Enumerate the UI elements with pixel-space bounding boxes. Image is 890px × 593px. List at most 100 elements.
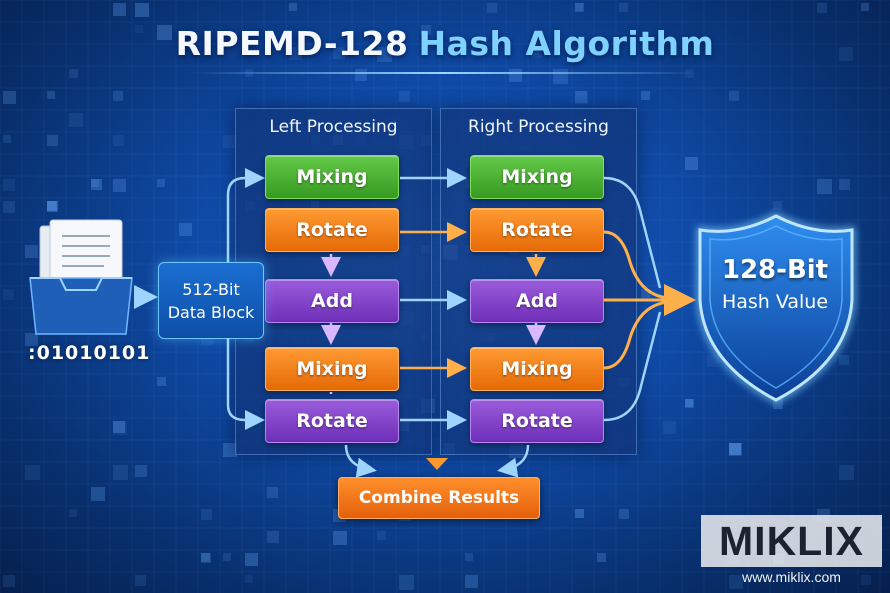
bg-pixel-square	[729, 443, 741, 455]
bg-pixel-square	[69, 69, 78, 78]
bg-pixel-square	[421, 25, 431, 35]
bg-pixel-square	[817, 3, 827, 13]
bg-pixel-square	[729, 91, 739, 101]
bg-pixel-square	[113, 3, 126, 16]
bg-pixel-square	[817, 179, 832, 194]
right-rotate-step-2: Rotate	[470, 399, 604, 443]
bg-pixel-square	[113, 179, 126, 192]
bg-pixel-square	[289, 3, 297, 11]
bg-pixel-square	[575, 3, 583, 11]
bg-pixel-square	[839, 355, 849, 365]
bg-pixel-square	[399, 91, 410, 102]
left-rotate-step-1: Rotate	[265, 208, 399, 252]
right-add-step: Add	[470, 279, 604, 323]
bg-pixel-square	[641, 289, 650, 298]
bg-pixel-square	[641, 91, 650, 100]
bg-pixel-square	[245, 575, 253, 583]
bg-pixel-square	[597, 553, 606, 562]
bg-pixel-square	[575, 509, 584, 518]
bg-pixel-square	[157, 377, 166, 386]
bg-pixel-square	[3, 91, 16, 104]
bg-pixel-square	[135, 25, 143, 33]
bg-pixel-square	[465, 575, 478, 588]
data-block-box: 512-Bit Data Block	[158, 262, 264, 339]
bg-pixel-square	[113, 135, 124, 146]
bg-pixel-square	[685, 157, 698, 170]
bg-pixel-square	[531, 47, 542, 58]
right-mixing-step-2: Mixing	[470, 347, 604, 391]
left-add-step: Add	[265, 279, 399, 323]
data-block-line1: 512-Bit	[182, 279, 240, 299]
title-highlight: Hash Algorithm	[418, 24, 715, 63]
bg-pixel-square	[487, 3, 497, 13]
title-underline	[190, 72, 700, 74]
bg-pixel-square	[47, 201, 57, 211]
bg-pixel-square	[245, 553, 258, 566]
bg-pixel-square	[47, 91, 55, 99]
bg-pixel-square	[91, 179, 102, 190]
left-rotate-step-2: Rotate	[265, 399, 399, 443]
bg-pixel-square	[91, 245, 106, 260]
left-mixing-step-2: Mixing	[265, 347, 399, 391]
bg-pixel-square	[91, 289, 102, 300]
bg-pixel-square	[135, 575, 146, 586]
bg-pixel-square	[839, 47, 853, 61]
bg-pixel-square	[135, 3, 149, 17]
bg-pixel-square	[377, 47, 392, 62]
bg-pixel-square	[377, 531, 386, 540]
bg-pixel-square	[201, 509, 212, 520]
bg-pixel-square	[223, 443, 237, 457]
bg-pixel-square	[707, 245, 715, 253]
hash-value-label: 128-Bit Hash Value	[700, 255, 850, 313]
bg-pixel-square	[619, 509, 629, 519]
bg-pixel-square	[795, 355, 809, 369]
bg-pixel-square	[861, 3, 869, 11]
bg-pixel-square	[575, 509, 584, 518]
bg-pixel-square	[113, 421, 125, 433]
bg-pixel-square	[707, 355, 719, 367]
left-panel-header: Left Processing	[269, 117, 398, 137]
right-mixing-step-1: Mixing	[470, 155, 604, 199]
bg-pixel-square	[773, 201, 782, 210]
bg-pixel-square	[47, 201, 58, 212]
bg-pixel-square	[113, 421, 127, 435]
bg-pixel-square	[135, 465, 147, 477]
bg-pixel-square	[3, 575, 15, 587]
bg-pixel-square	[91, 487, 105, 501]
bg-pixel-square	[223, 553, 231, 561]
binary-data-label: :01010101	[28, 342, 151, 364]
bg-pixel-square	[465, 553, 473, 561]
bg-pixel-square	[685, 399, 693, 407]
bg-pixel-square	[619, 3, 628, 12]
watermark-logo: MIKLIX	[701, 515, 882, 567]
bg-pixel-square	[333, 47, 345, 59]
hash-caption: Hash Value	[721, 291, 829, 313]
bg-pixel-square	[289, 47, 302, 60]
bg-pixel-square	[3, 179, 15, 191]
bg-pixel-square	[575, 3, 584, 12]
bg-pixel-square	[575, 91, 587, 103]
watermark-url: www.miklix.com	[742, 569, 841, 585]
bg-pixel-square	[179, 223, 192, 236]
bg-pixel-square	[25, 465, 40, 480]
bg-pixel-square	[47, 201, 56, 210]
bg-pixel-square	[333, 531, 347, 545]
bg-pixel-square	[113, 465, 128, 480]
bg-pixel-square	[729, 575, 743, 589]
title-main: RIPEMD-128	[175, 24, 409, 63]
bg-pixel-square	[861, 575, 871, 585]
bg-pixel-square	[47, 135, 58, 146]
bg-pixel-square	[69, 509, 77, 517]
bg-pixel-square	[25, 245, 38, 258]
bg-pixel-square	[113, 91, 123, 101]
bg-pixel-square	[267, 487, 278, 498]
bg-pixel-square	[3, 289, 14, 300]
bg-pixel-square	[663, 421, 676, 434]
bg-pixel-square	[223, 135, 236, 148]
bg-pixel-square	[3, 135, 11, 143]
bg-pixel-square	[509, 69, 522, 82]
left-mixing-step-1: Mixing	[265, 155, 399, 199]
bg-pixel-square	[531, 47, 539, 55]
bg-pixel-square	[267, 531, 279, 543]
